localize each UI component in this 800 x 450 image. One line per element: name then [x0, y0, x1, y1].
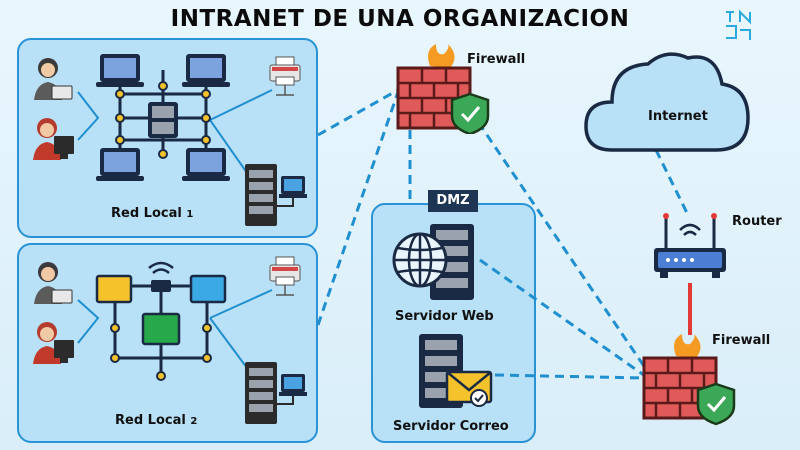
mail-server-icon: [419, 334, 493, 408]
red-local-2-number: 2: [190, 416, 198, 427]
cloud-icon: [584, 52, 750, 152]
internet-label: Internet: [648, 109, 708, 124]
user-laptop-icon: [34, 58, 73, 100]
router-icon: [654, 213, 726, 278]
red-local-1-text: Red Local: [111, 206, 187, 221]
web-server-icon: [392, 224, 474, 300]
red-local-2-label: Red Local 2: [115, 413, 197, 428]
link-lan1-firewall: [317, 88, 399, 137]
mail-server-label: Servidor Correo: [393, 419, 509, 434]
firewall-bottom-label: Firewall: [712, 333, 771, 348]
link-mail-firewall: [494, 373, 646, 380]
user-laptop-icon: [34, 262, 73, 304]
link-firewall-firewall: [468, 109, 652, 376]
red-local-2-text: Red Local: [115, 413, 191, 428]
lan1-network-icon: [96, 54, 230, 181]
page-title: INTRANET DE UNA ORGANIZACION: [170, 6, 630, 32]
lan2-network-icon: [95, 261, 227, 381]
firewall-icon: [396, 44, 490, 134]
link-web-firewall: [479, 258, 649, 380]
user-desktop-icon: [33, 118, 74, 160]
web-server-label: Servidor Web: [395, 309, 494, 324]
printer-icon: [269, 256, 301, 296]
printer-icon: [269, 56, 301, 96]
logo-icon: [726, 9, 751, 40]
dmz-tag: DMZ: [428, 190, 478, 212]
user-desktop-icon: [33, 322, 74, 364]
firewall-top-label: Firewall: [467, 52, 526, 67]
red-local-1-label: Red Local 1: [111, 206, 193, 221]
server-rack-icon: [245, 164, 307, 226]
link-cloud-router: [654, 149, 690, 216]
server-rack-icon: [245, 362, 307, 424]
router-label: Router: [732, 214, 782, 229]
firewall-icon: [642, 334, 736, 426]
red-local-1-number: 1: [186, 209, 194, 220]
link-lan2-firewall: [316, 91, 400, 326]
